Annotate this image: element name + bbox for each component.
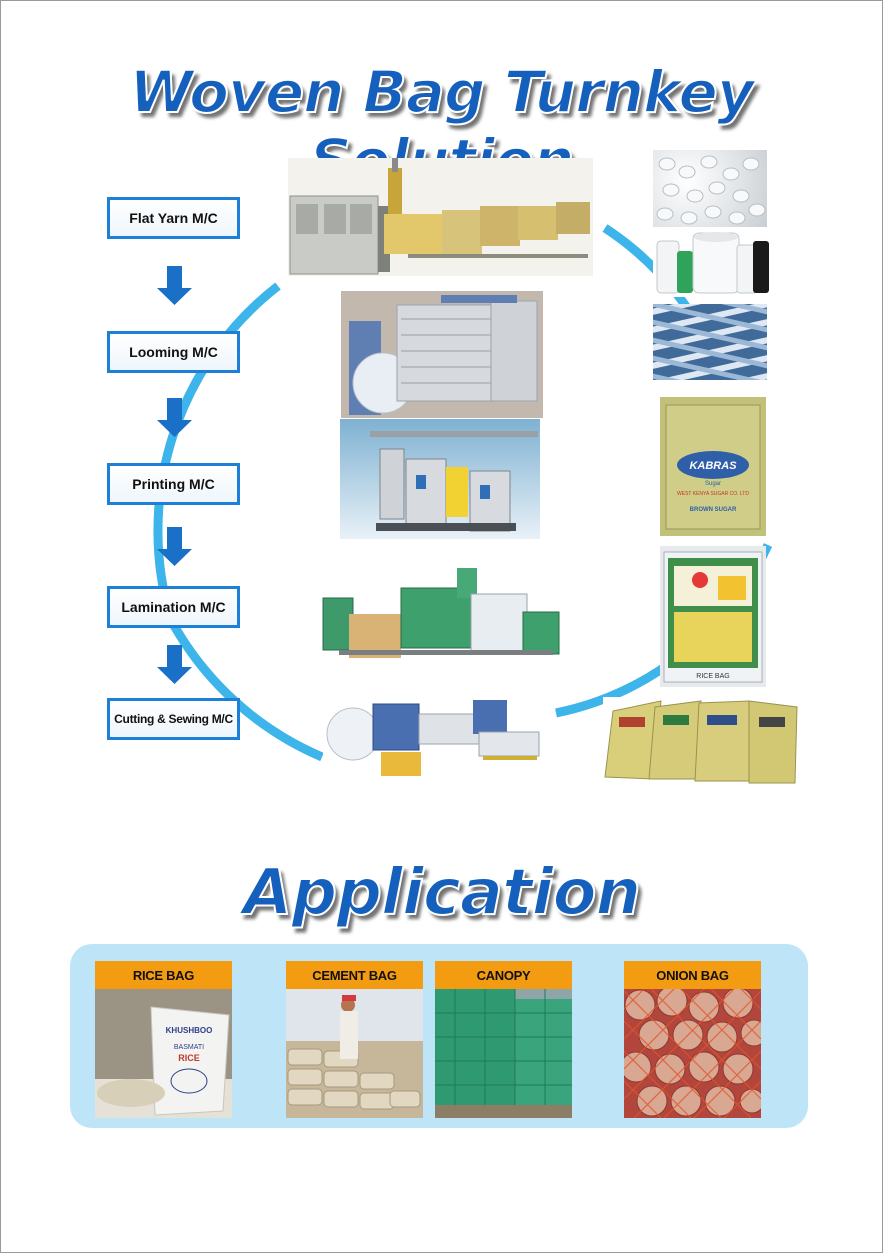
step-lamination: Lamination M/C	[107, 586, 240, 628]
app-card-cement-bag: CEMENT BAG	[286, 961, 423, 1118]
step-cutting-sewing: Cutting & Sewing M/C	[107, 698, 240, 740]
app-card-rice-bag: RICE BAG KHUSHBOO BASMATI RICE	[95, 961, 232, 1118]
looming-machine-photo	[341, 291, 543, 418]
down-arrow-icon	[157, 398, 192, 437]
canopy-photo	[435, 989, 572, 1118]
printed-bags-group-photo	[603, 697, 798, 785]
rice-bag-photo: KHUSHBOO BASMATI RICE	[95, 989, 232, 1118]
step-printing: Printing M/C	[107, 463, 240, 505]
step-flat-yarn: Flat Yarn M/C	[107, 197, 240, 239]
app-card-canopy: CANOPY	[435, 961, 572, 1118]
woven-fabric-photo	[653, 304, 767, 380]
kabras-brand-text: KABRAS	[689, 460, 737, 472]
kabras-sub-text: Sugar	[705, 481, 721, 487]
lamination-machine-photo	[319, 560, 563, 664]
down-arrow-icon	[157, 527, 192, 566]
onion-bag-photo	[624, 989, 761, 1118]
rice-bag-type-text: BASMATI	[174, 1044, 204, 1051]
app-card-onion-bag: ONION BAG	[624, 961, 761, 1118]
app-label-rice-bag: RICE BAG	[95, 961, 232, 989]
rice-bag-brand-text: KHUSHBOO	[166, 1026, 213, 1035]
down-arrow-icon	[157, 645, 192, 684]
pp-granules-photo	[653, 150, 767, 227]
printing-machine-photo	[340, 419, 540, 539]
down-arrow-icon	[157, 266, 192, 305]
app-label-cement-bag: CEMENT BAG	[286, 961, 423, 989]
rice-bag-sample-photo: RICE BAG	[660, 546, 766, 687]
kabras-product-text: BROWN SUGAR	[690, 507, 737, 513]
cement-bag-photo	[286, 989, 423, 1118]
rice-bag-sample-text: RICE BAG	[696, 673, 729, 680]
yarn-bobbins-photo	[653, 231, 769, 297]
app-label-onion-bag: ONION BAG	[624, 961, 761, 989]
app-label-canopy: CANOPY	[435, 961, 572, 989]
flat-yarn-machine-photo	[288, 158, 593, 276]
step-looming: Looming M/C	[107, 331, 240, 373]
cutting-sewing-machine-photo	[323, 676, 549, 784]
rice-bag-rice-text: RICE	[178, 1053, 200, 1063]
kabras-maker-text: WEST KENYA SUGAR CO. LTD	[677, 491, 749, 497]
application-title: Application	[242, 855, 642, 931]
kabras-sugar-bag-photo: KABRAS Sugar WEST KENYA SUGAR CO. LTD BR…	[660, 397, 766, 536]
